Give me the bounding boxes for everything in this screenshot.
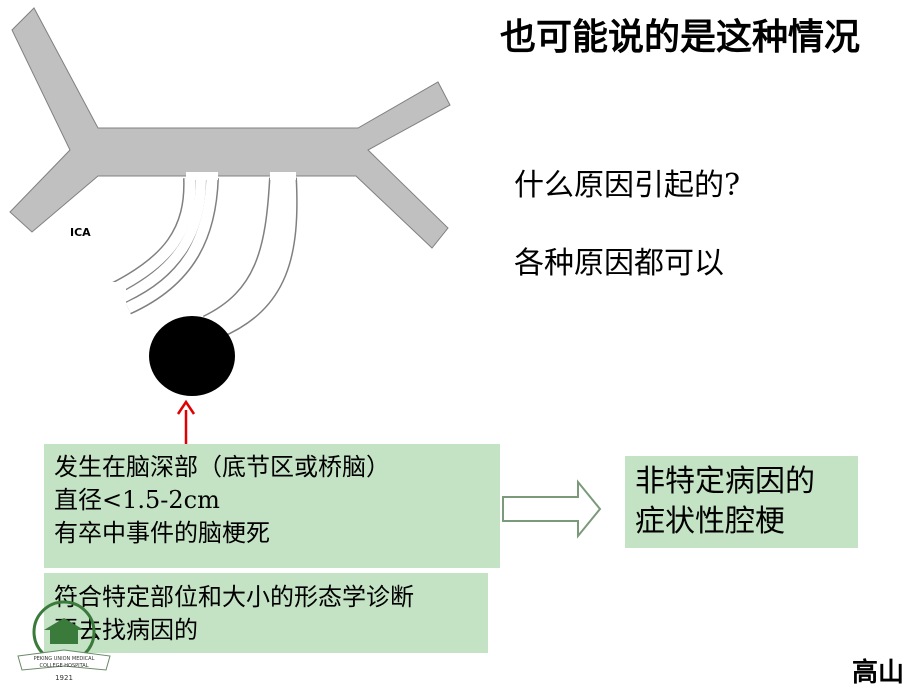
ica-label: ICA bbox=[70, 226, 91, 239]
result-line: 症状性腔梗 bbox=[635, 504, 785, 539]
cause-question: 什么原因引起的? bbox=[514, 168, 741, 203]
pointer-arrow-head bbox=[176, 399, 196, 415]
location-criteria-line: 直径<1.5-2cm bbox=[54, 486, 220, 514]
location-criteria-line: 发生在脑深部（底节区或桥脑） bbox=[54, 453, 390, 481]
perforator-4 bbox=[215, 177, 297, 338]
perforator-2 bbox=[125, 177, 218, 314]
page-title: 也可能说的是这种情况 bbox=[500, 17, 861, 58]
lacunar-lesion bbox=[149, 316, 235, 396]
perforator-3 bbox=[203, 177, 282, 327]
author-name: 高山 bbox=[852, 658, 905, 688]
vessel-trunk bbox=[9, 7, 451, 249]
block-arrow bbox=[502, 479, 602, 539]
perforator-1 bbox=[105, 177, 196, 297]
result-line: 非特定病因的 bbox=[635, 464, 815, 499]
logo-year: 1921 bbox=[55, 674, 73, 682]
logo-text-line2: COLLEGE HOSPITAL bbox=[39, 663, 88, 669]
logo-text-line1: PEKING UNION MEDICAL bbox=[34, 656, 95, 662]
location-criteria-box: 发生在脑深部（底节区或桥脑） 直径<1.5-2cm 有卒中事件的脑梗死 bbox=[44, 444, 500, 568]
diagnosis-note-box: 符合特定部位和大小的形态学诊断 要去找病因的 bbox=[44, 573, 488, 653]
diagnosis-note-line: 要去找病因的 bbox=[54, 616, 198, 644]
hospital-logo: PEKING UNION MEDICAL COLLEGE HOSPITAL 19… bbox=[17, 600, 111, 682]
result-box: 非特定病因的 症状性腔梗 bbox=[625, 456, 858, 548]
cause-answer: 各种原因都可以 bbox=[514, 246, 724, 281]
location-criteria-line: 有卒中事件的脑梗死 bbox=[54, 519, 270, 547]
diagnosis-note-line: 符合特定部位和大小的形态学诊断 bbox=[54, 583, 414, 611]
